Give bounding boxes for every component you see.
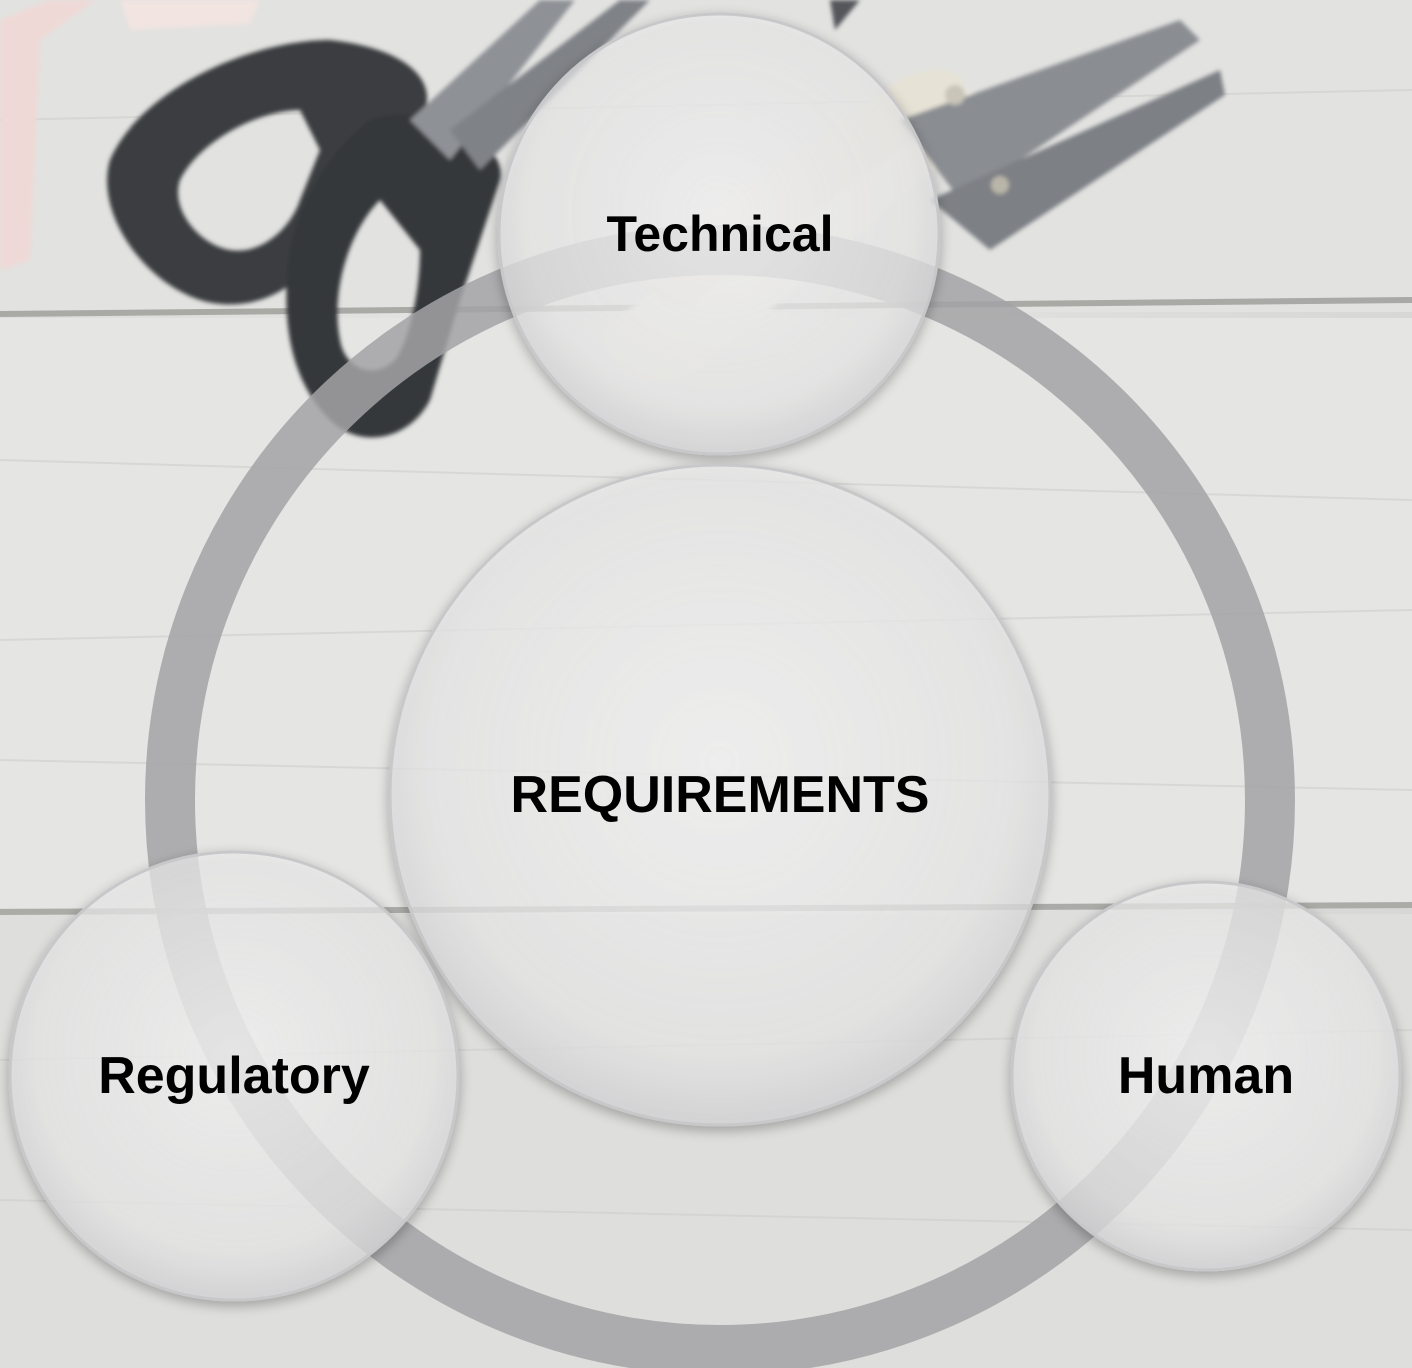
regulatory-label: Regulatory	[98, 1047, 370, 1105]
human-circle	[1010, 880, 1402, 1272]
regulatory-circle	[8, 850, 460, 1302]
technical-circle	[497, 12, 941, 456]
technical-label: Technical	[606, 206, 834, 262]
requirements-label: REQUIREMENTS	[510, 766, 930, 824]
measuring-tape-icon	[0, 0, 260, 270]
human-label: Human	[1117, 1047, 1295, 1105]
scissors-icon	[107, 0, 860, 438]
requirements-circle	[388, 463, 1052, 1127]
